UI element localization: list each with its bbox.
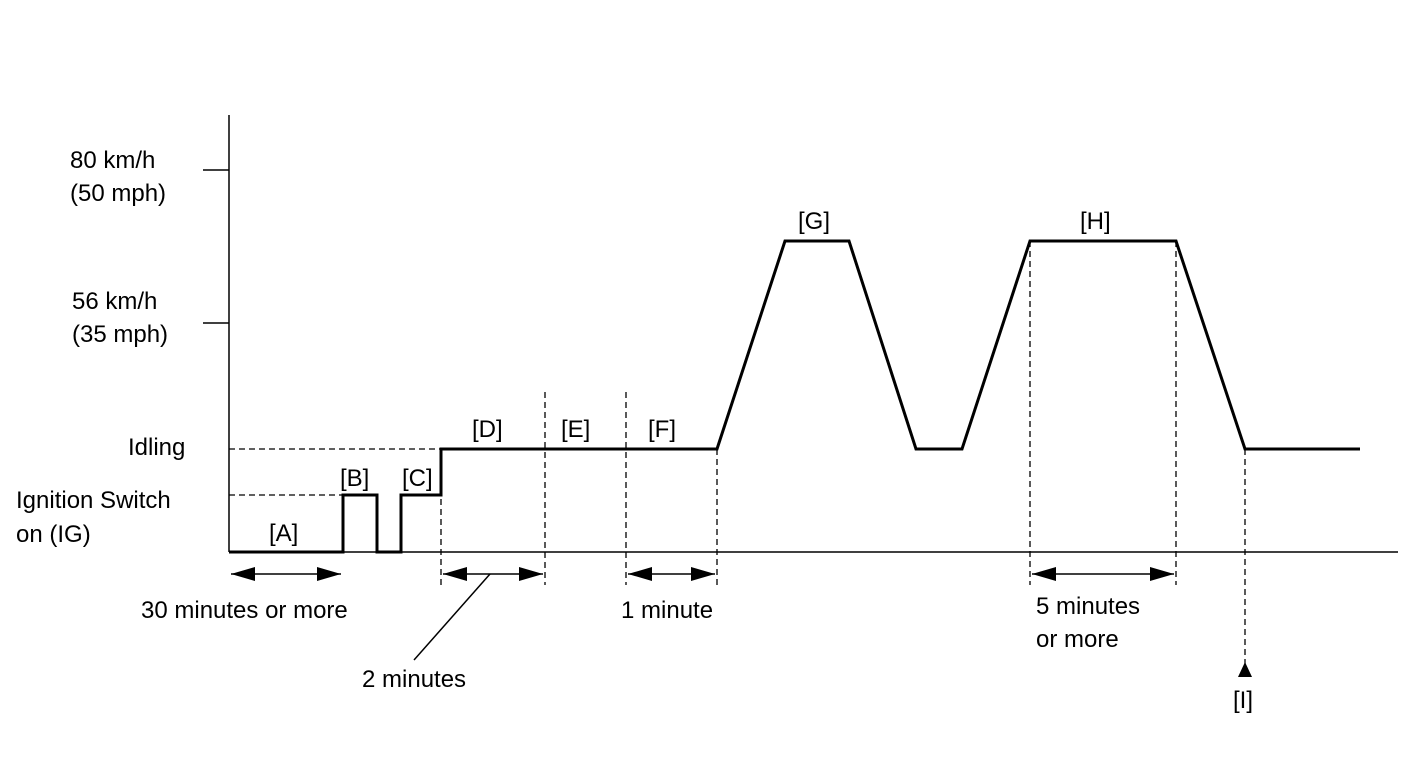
phase-label-h: [H] — [1080, 208, 1111, 235]
phase-label-a: [A] — [269, 520, 298, 547]
label-50mph: (50 mph) — [70, 180, 166, 207]
duration-arrow-30-minutes — [231, 567, 341, 581]
label-80kmh: 80 km/h — [70, 147, 155, 174]
phase-label-e: [E] — [561, 416, 590, 443]
duration-label-1-minute: 1 minute — [621, 597, 713, 624]
duration-label-2-minutes: 2 minutes — [362, 666, 466, 693]
label-idling: Idling — [128, 434, 185, 461]
duration-label-5-minutes: 5 minutes — [1036, 593, 1140, 620]
phase-label-d: [D] — [472, 416, 503, 443]
phase-label-i: [I] — [1233, 687, 1253, 714]
duration-arrow-2-minutes — [443, 567, 543, 581]
phase-label-f: [F] — [648, 416, 676, 443]
phase-label-g: [G] — [798, 208, 830, 235]
duration-label-or-more: or more — [1036, 626, 1119, 653]
duration-arrow-1-minute — [628, 567, 715, 581]
phase-label-b: [B] — [340, 465, 369, 492]
label-56kmh: 56 km/h — [72, 288, 157, 315]
pointer-arrow-i — [1238, 662, 1252, 677]
drive-pattern-trace — [229, 239, 1360, 554]
label-35mph: (35 mph) — [72, 321, 168, 348]
label-ignition-switch: Ignition Switch — [16, 487, 171, 514]
duration-label-30-minutes: 30 minutes or more — [141, 597, 348, 624]
duration-arrow-5-minutes — [1032, 567, 1174, 581]
label-on-ig: on (IG) — [16, 521, 91, 548]
leader-line-2-minutes — [413, 573, 491, 661]
phase-label-c: [C] — [402, 465, 433, 492]
